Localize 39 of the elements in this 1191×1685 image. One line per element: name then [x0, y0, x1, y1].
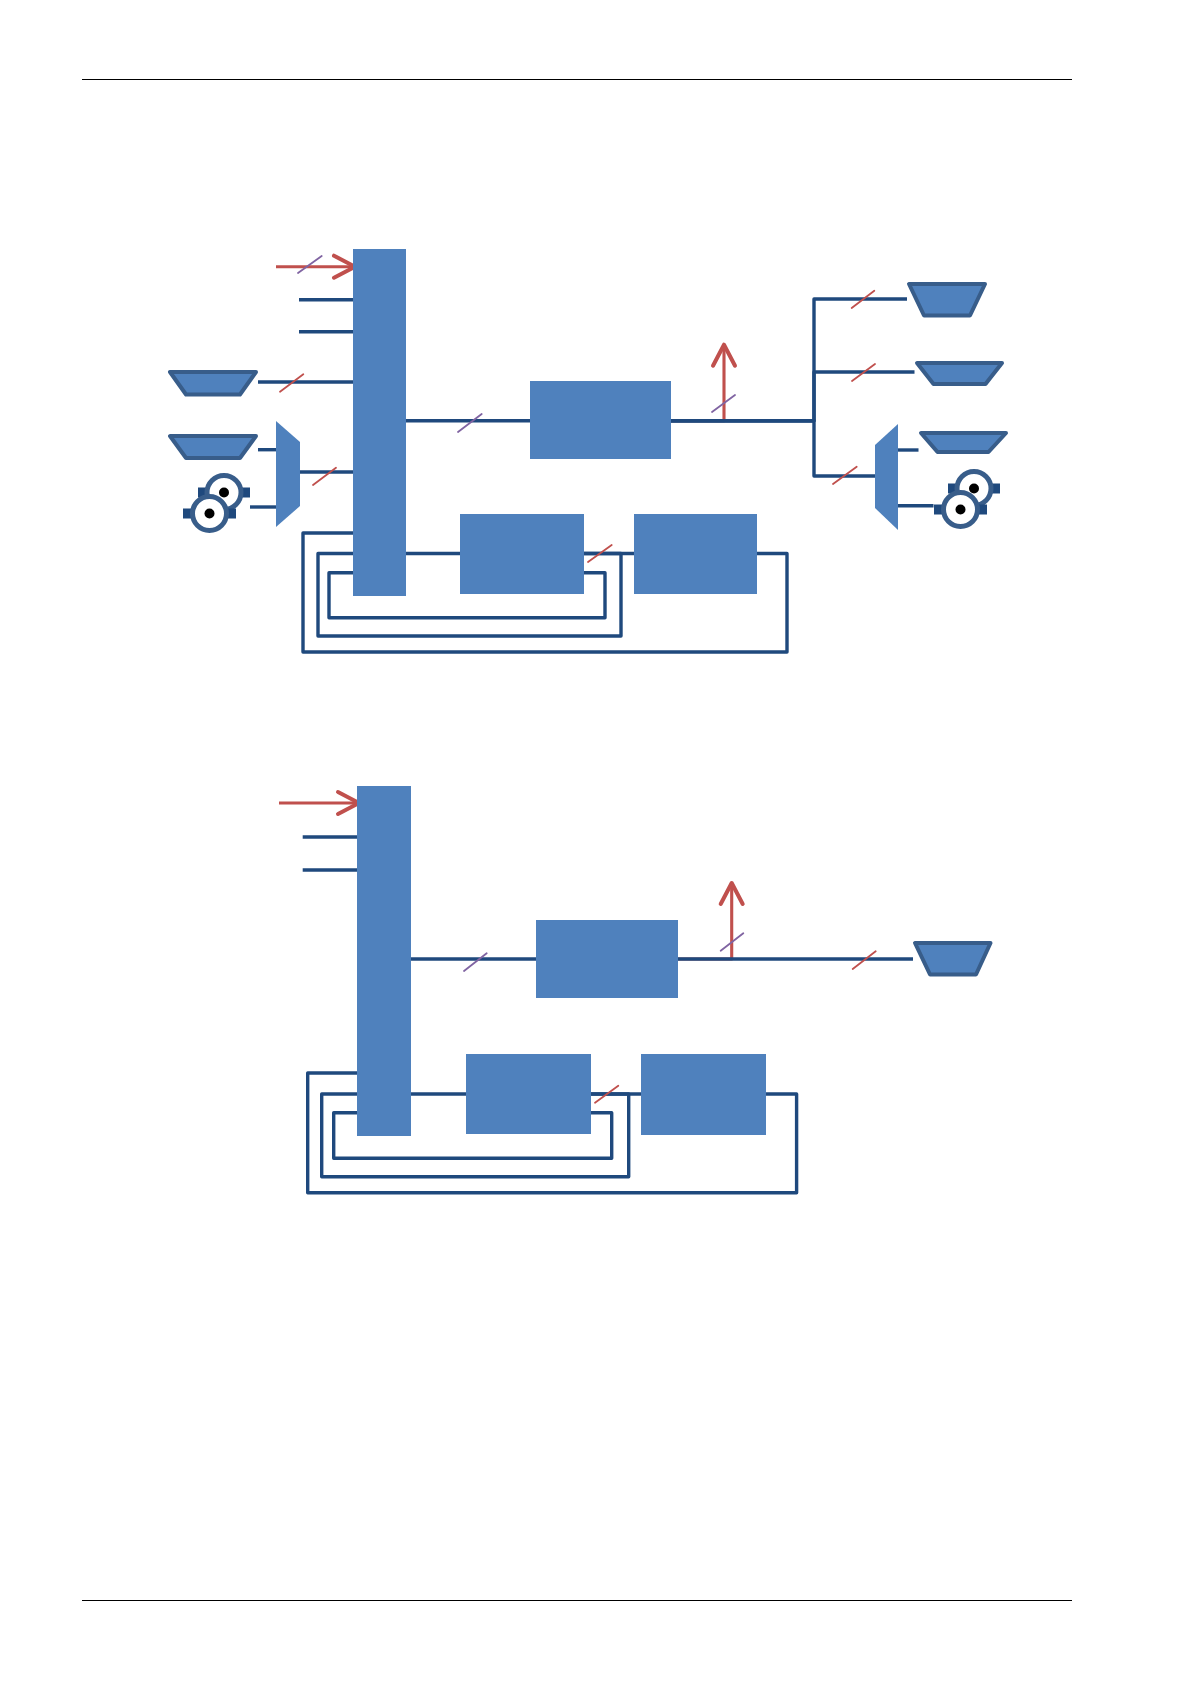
connector-line [302, 868, 357, 872]
connector-icon [907, 282, 987, 318]
process-block [536, 920, 678, 998]
connector-line [671, 419, 875, 478]
connector-line [898, 448, 919, 452]
multiplexer-symbol [875, 424, 898, 530]
connector-line [299, 330, 353, 334]
connector-line [411, 957, 536, 961]
connector-line [299, 298, 353, 302]
connector-line [678, 957, 913, 961]
connector-line [316, 551, 623, 638]
process-block [460, 514, 584, 594]
process-block [634, 514, 757, 594]
connector-line [320, 1092, 631, 1179]
bus-bar [353, 249, 406, 596]
connector-line [250, 505, 276, 509]
connector-icon [168, 434, 258, 460]
connector-line [327, 571, 607, 620]
round-connector-icon [182, 493, 236, 533]
connector-line [898, 504, 934, 508]
process-block [466, 1054, 591, 1134]
connector-line [406, 419, 530, 423]
connector-line [406, 551, 460, 556]
process-block [530, 381, 671, 459]
connector-icon [913, 941, 993, 977]
connector-line [332, 1111, 614, 1160]
process-block [641, 1054, 766, 1135]
connector-line [258, 380, 353, 384]
connector-icon [168, 370, 258, 397]
connector-line [300, 470, 353, 474]
connector-line [306, 1071, 799, 1195]
connector-line [301, 531, 789, 654]
connector-icon [914, 361, 1004, 386]
connector-line [302, 835, 357, 839]
multiplexer-symbol [276, 421, 300, 527]
bus-bar [357, 786, 411, 1136]
connector-icon [918, 431, 1008, 454]
connector-line [411, 1092, 466, 1096]
round-connector-icon [933, 489, 987, 529]
